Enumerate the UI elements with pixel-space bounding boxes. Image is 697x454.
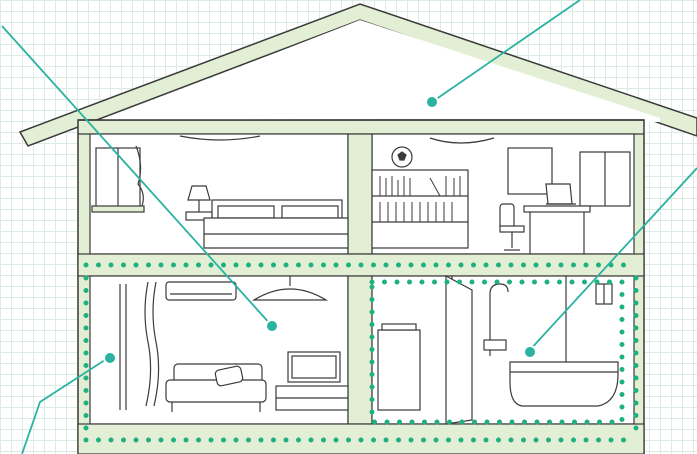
bathroom-window [596, 284, 612, 304]
study-window [580, 152, 630, 206]
attic-marker-dot [426, 96, 438, 108]
washing-machine [378, 324, 420, 410]
bathroom-marker-dot [524, 346, 536, 358]
bookshelf [372, 170, 468, 248]
air-conditioner [166, 282, 236, 300]
exterior-wall-marker-dot [104, 352, 116, 364]
bathroom-door [446, 276, 472, 424]
wall-poster [508, 148, 552, 194]
bed [204, 200, 348, 248]
living-room-marker-dot [266, 320, 278, 332]
bathtub [510, 362, 618, 406]
soccer-ball [392, 147, 412, 167]
